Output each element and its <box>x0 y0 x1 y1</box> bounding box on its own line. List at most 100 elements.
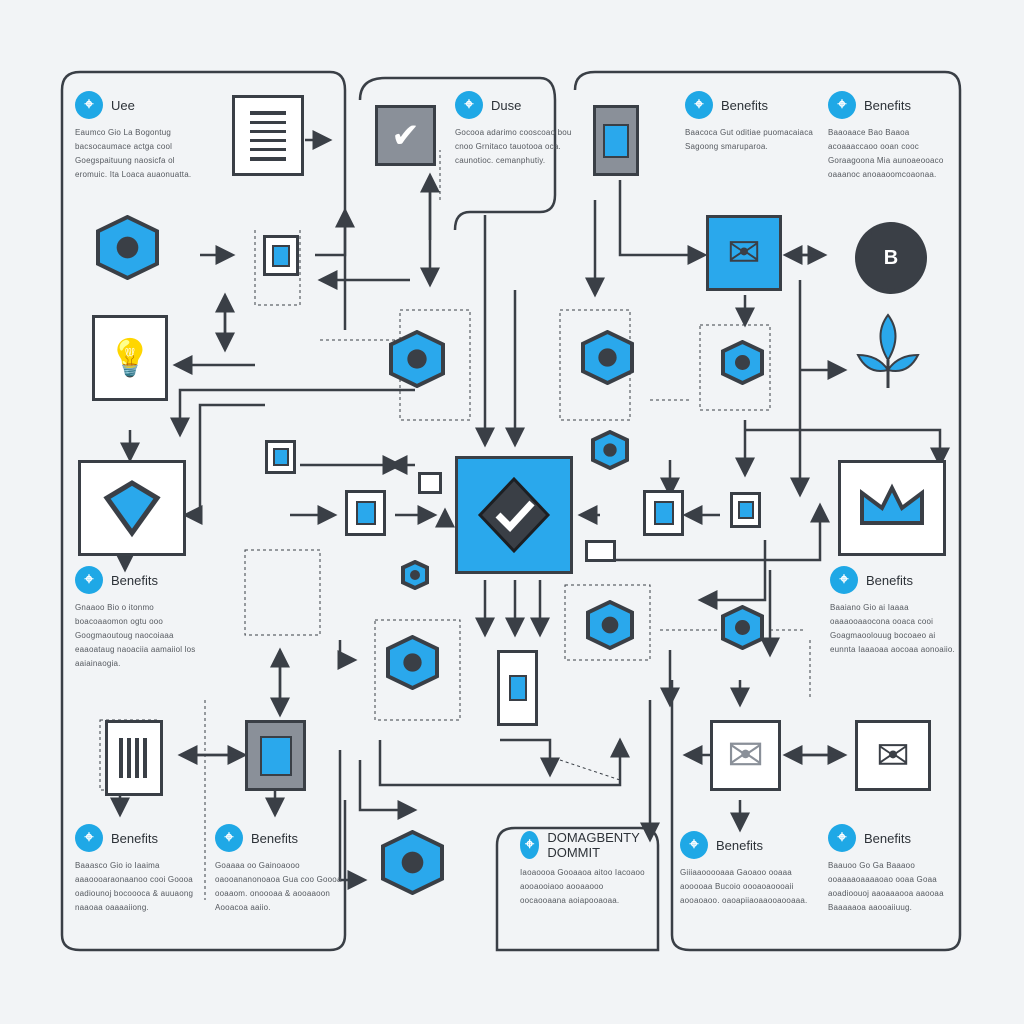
lightbulb-node[interactable]: 💡 <box>92 315 168 401</box>
gear-node[interactable] <box>720 340 765 385</box>
shield-check-icon <box>477 476 551 554</box>
dashed-connector <box>374 619 461 721</box>
house-icon <box>860 483 924 525</box>
envelope-node[interactable]: ✉ <box>706 215 782 291</box>
card-text: Baaoaace Bao Baaoa acoaaaccaoo ooan cooc… <box>828 128 944 179</box>
card-text: Giiiaaooooaaa Gaoaoo ooaaa aooooaa Bucoi… <box>680 868 808 905</box>
tiny-node[interactable] <box>418 472 442 494</box>
card-text: Gocooa adarimo cooscoao bou cnoo Grnitac… <box>455 128 572 165</box>
tall-node[interactable] <box>497 650 538 726</box>
dashed-connector <box>559 759 621 781</box>
network-icon: ⌖ <box>215 824 243 852</box>
tiny-node-2[interactable] <box>585 540 616 562</box>
hex-square-node[interactable] <box>585 600 635 650</box>
hexagon-node[interactable] <box>380 830 445 895</box>
dashed-connector <box>254 230 301 306</box>
card-text: Baaasco Gio io Iaaima aaaoooaraonaanoo c… <box>75 861 194 912</box>
dashed-connector <box>244 549 321 636</box>
user-node[interactable] <box>245 720 306 791</box>
card-text: Eaumco Gio La Bogontug bacsocaumace actg… <box>75 128 192 179</box>
card-title: Benefits <box>111 830 158 846</box>
connector-arrow <box>618 180 708 265</box>
envelope-check-icon: ✉ <box>727 731 764 780</box>
network-icon: ⌖ <box>685 91 713 119</box>
card-title: Uee <box>111 97 135 113</box>
phone-node[interactable] <box>593 105 639 176</box>
envelope-icon: ✉ <box>727 231 761 275</box>
small-box-node[interactable] <box>263 235 299 276</box>
connector-arrow <box>338 750 368 890</box>
cube-node[interactable] <box>78 460 186 556</box>
dashed-connector <box>564 584 651 661</box>
network-icon: ⌖ <box>680 831 708 859</box>
card-text: Baauoo Go Ga Baaaoo ooaaaaoaaaaoao ooaa … <box>828 861 944 912</box>
connector-arrow <box>500 738 560 778</box>
small-square-node-right[interactable] <box>730 492 761 528</box>
card-title: Benefits <box>251 830 298 846</box>
card-title: Benefits <box>716 837 763 853</box>
network-icon: ⌖ <box>828 91 856 119</box>
connector-arrow <box>337 640 358 670</box>
network-icon: ⌖ <box>75 824 103 852</box>
panel-frame <box>358 76 557 231</box>
house-node[interactable] <box>838 460 946 556</box>
network-icon: ⌖ <box>520 831 540 859</box>
envelope-check-node[interactable]: ✔ <box>375 105 436 166</box>
gear-check-node[interactable] <box>95 215 160 280</box>
gear-badge-node[interactable]: B <box>855 222 927 294</box>
plant-leaf-icon <box>848 310 928 390</box>
chart-gear-node[interactable] <box>720 605 765 650</box>
small-lock-node[interactable] <box>400 560 430 590</box>
network-icon: ⌖ <box>830 566 858 594</box>
card-title: Duse <box>491 97 522 113</box>
grid-icon <box>119 738 149 778</box>
mail-check-node[interactable]: ✉ <box>710 720 781 791</box>
hex-shield-node[interactable] <box>385 635 440 690</box>
square-node-left[interactable] <box>345 490 386 536</box>
user-shield-node[interactable] <box>388 330 446 388</box>
panel-frame <box>573 70 962 952</box>
small-square-node[interactable] <box>265 440 296 474</box>
card-title: Benefits <box>866 572 913 588</box>
card-title: DOMAGBENTY DOMMIT <box>547 830 640 860</box>
card-text: Goaaaa oo Gainoaooo oaooananonoaoa Gua c… <box>215 861 342 912</box>
document-node[interactable] <box>232 95 304 176</box>
panel-frame <box>60 90 347 952</box>
central-check-node[interactable] <box>455 456 573 574</box>
lightbulb-icon: 💡 <box>107 337 153 378</box>
connector-arrow <box>182 403 265 525</box>
cube-icon <box>103 480 161 538</box>
badge-2-node[interactable] <box>580 330 635 385</box>
small-gear-node[interactable] <box>590 430 630 470</box>
document-icon <box>250 110 286 161</box>
network-icon: ⌖ <box>828 824 856 852</box>
dashed-connector <box>559 309 631 421</box>
connector-arrow <box>170 388 415 438</box>
dashed-connector <box>699 324 771 411</box>
grid-node[interactable] <box>105 720 163 796</box>
card-title: Benefits <box>721 97 768 113</box>
network-icon: ⌖ <box>455 91 483 119</box>
connector-arrow <box>697 540 767 610</box>
card-text: Baaiano Gio ai Iaaaa oaaaooaaocona ooaca… <box>830 603 955 654</box>
mail-node[interactable]: ✉ <box>855 720 931 791</box>
square-node-right[interactable] <box>643 490 684 536</box>
card-text: Baacoca Gut oditiae puomacaiaca Sagoong … <box>685 128 814 151</box>
network-icon: ⌖ <box>75 566 103 594</box>
connector-arrow <box>745 428 950 468</box>
card-title: Benefits <box>111 572 158 588</box>
panel-frame <box>60 70 347 330</box>
connector-arrow <box>378 737 630 787</box>
network-icon: ⌖ <box>75 91 103 119</box>
dashed-connector <box>399 309 471 421</box>
